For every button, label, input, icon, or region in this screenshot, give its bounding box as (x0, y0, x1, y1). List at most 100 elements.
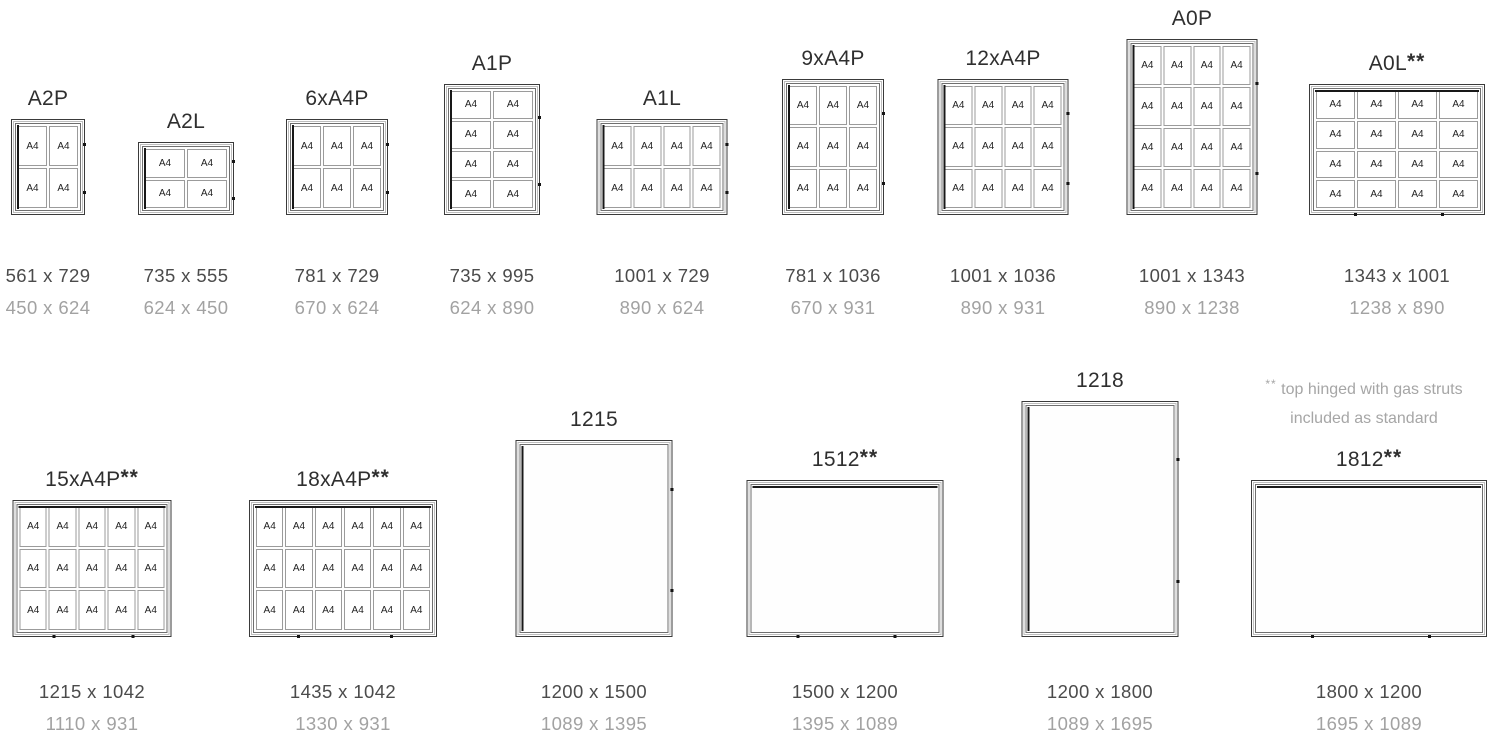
visible-dimensions: 1695 x 1089 (1315, 713, 1423, 734)
board-title-asterisks: ** (371, 465, 390, 489)
a4-sheet: A4 (48, 548, 77, 589)
board-title: A0L** (1369, 50, 1426, 75)
board-graphic (1021, 401, 1180, 637)
top-hinged-footnote: ** top hinged with gas struts included a… (1224, 377, 1500, 429)
lock-dot (670, 487, 674, 491)
a4-sheet: A4 (849, 86, 877, 126)
a4-sheet: A4 (19, 507, 47, 547)
hinge-bar (292, 125, 294, 209)
a4-sheet: A4 (48, 590, 77, 630)
board-glass-door (1025, 405, 1175, 633)
board-title-text: 1512 (811, 447, 860, 471)
board-title-asterisks: ** (120, 465, 139, 489)
a4-sheet: A4 (1133, 128, 1162, 167)
outer-dimensions: 1001 x 729 (614, 265, 710, 286)
board-title-text: A0L (1368, 51, 1407, 75)
a4-sheet: A4 (1163, 46, 1191, 85)
lock-dot (386, 191, 389, 195)
outer-dimensions: 1001 x 1343 (1138, 265, 1246, 286)
a4-sheet: A4 (663, 126, 691, 166)
a4-sheet: A4 (1133, 46, 1162, 85)
lock-dot (1066, 112, 1070, 116)
a4-sheet: A4 (944, 168, 973, 208)
outer-dimensions: 1200 x 1500 (540, 681, 648, 702)
a4-sheet: A4 (285, 548, 313, 589)
a4-sheet: A4 (107, 590, 136, 630)
visible-dimensions: 1238 x 890 (1349, 297, 1445, 318)
hinge-bar (1132, 45, 1135, 209)
hinge-bar (943, 85, 946, 209)
a4-sheet: A4 (323, 168, 351, 208)
a4-sheet: A4 (692, 126, 721, 166)
board-title-text: 9xA4P (801, 46, 865, 70)
lock-dot (893, 635, 897, 638)
a4-sheet: A4 (107, 507, 136, 547)
board-title-text: A1L (642, 86, 682, 110)
a4-sheet: A4 (78, 590, 106, 630)
a4-sheet: A4 (18, 168, 47, 208)
outer-dimensions: 1215 x 1042 (38, 681, 146, 702)
hinge-bar (450, 90, 452, 209)
a4-sheet: A4 (1222, 87, 1251, 126)
visible-dimensions: 1089 x 1395 (540, 713, 648, 734)
a4-sheet: A4 (344, 590, 372, 630)
board-title-asterisks: ** (1406, 49, 1426, 73)
board-title-text: 6xA4P (305, 86, 369, 110)
lock-dot (1310, 635, 1314, 638)
lock-dot (882, 112, 885, 116)
visible-dimensions: 670 x 624 (294, 297, 380, 318)
lock-dot (1176, 458, 1180, 462)
a4-sheet: A4 (256, 507, 284, 547)
a4-sheet: A4 (1316, 120, 1355, 149)
board-title-text: A2P (27, 86, 69, 110)
hinge-bar (17, 125, 19, 209)
hinge-bar (602, 125, 605, 209)
a4-sheet: A4 (402, 548, 430, 589)
lock-dot (725, 142, 729, 146)
board-title: A0P (1172, 7, 1213, 30)
outer-dimensions: 561 x 729 (5, 265, 91, 286)
a4-sheet: A4 (285, 590, 313, 630)
a4-sheet: A4 (451, 120, 491, 149)
a4-sheet: A4 (789, 168, 817, 208)
a4-sheet: A4 (293, 168, 321, 208)
a4-sheet: A4 (187, 149, 227, 178)
visible-dimensions: 624 x 890 (449, 297, 535, 318)
board-title: 12xA4P (965, 47, 1040, 70)
a4-sheet: A4 (974, 127, 1002, 167)
a4-sheet: A4 (19, 548, 47, 589)
a4-sheet: A4 (137, 507, 165, 547)
visible-dimensions: 450 x 624 (5, 297, 91, 318)
board-title: A2L (167, 110, 205, 133)
lock-dot (83, 191, 86, 195)
a4-sheet: A4 (633, 126, 661, 166)
a4-sheet: A4 (1133, 87, 1162, 126)
lock-dot (1353, 213, 1357, 216)
visible-dimensions: 1110 x 931 (45, 713, 139, 734)
lock-dot (1255, 172, 1259, 176)
a4-sheet: A4 (1316, 180, 1355, 208)
a4-sheet: A4 (1004, 168, 1032, 208)
lock-dot (725, 191, 729, 195)
a4-sheet: A4 (1033, 127, 1062, 167)
board-title-text: 1215 (570, 407, 618, 431)
a4-sheet: A4 (944, 86, 973, 126)
a4-sheet: A4 (493, 91, 533, 119)
a4-sheet: A4 (1357, 150, 1396, 179)
hinge-bar (255, 506, 431, 508)
